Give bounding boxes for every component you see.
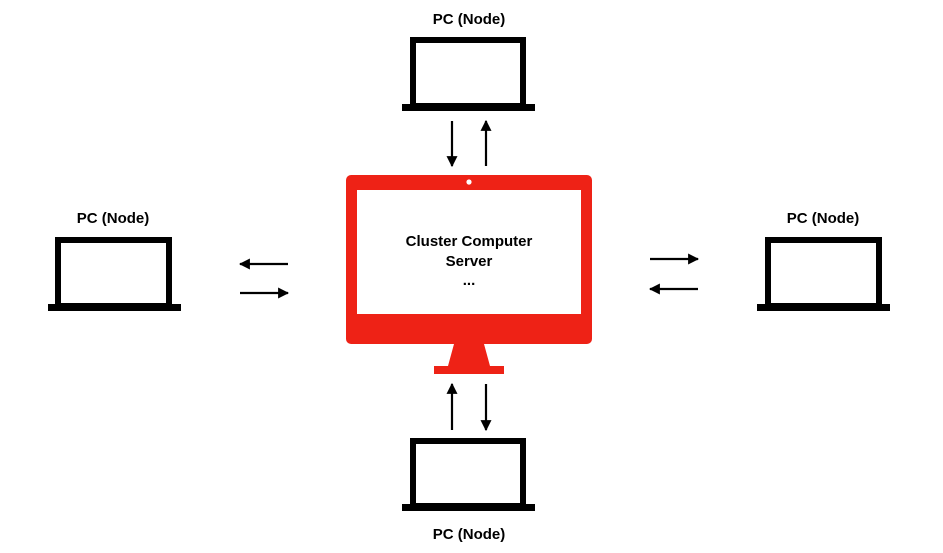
server-stand: [448, 344, 490, 366]
laptop-right-icon: [757, 237, 890, 311]
laptop-left: PC (Node): [48, 210, 181, 311]
server-title: Cluster Computer: [406, 233, 533, 250]
node-label-bottom: PC (Node): [433, 526, 506, 543]
server-camera-dot: [466, 179, 472, 185]
server-monitor: Cluster Computer Server ...: [346, 175, 592, 374]
arrows-bottom: [446, 382, 492, 432]
laptop-top-icon: [402, 37, 535, 111]
server-ellipsis: ...: [463, 272, 476, 289]
laptop-bottom-icon: [402, 438, 535, 511]
node-label-right: PC (Node): [787, 210, 860, 227]
node-label-top: PC (Node): [433, 11, 506, 28]
laptop-left-icon: [48, 237, 181, 311]
laptop-right: PC (Node): [757, 210, 890, 311]
laptop-bottom: PC (Node): [402, 438, 535, 543]
server-subtitle: Server: [446, 253, 493, 270]
server-base: [434, 366, 504, 374]
laptop-top: PC (Node): [402, 11, 535, 111]
arrows-left: [238, 258, 290, 299]
arrows-top: [446, 119, 492, 168]
arrows-right: [648, 253, 700, 295]
server-screen: [357, 190, 581, 314]
node-label-left: PC (Node): [77, 210, 150, 227]
